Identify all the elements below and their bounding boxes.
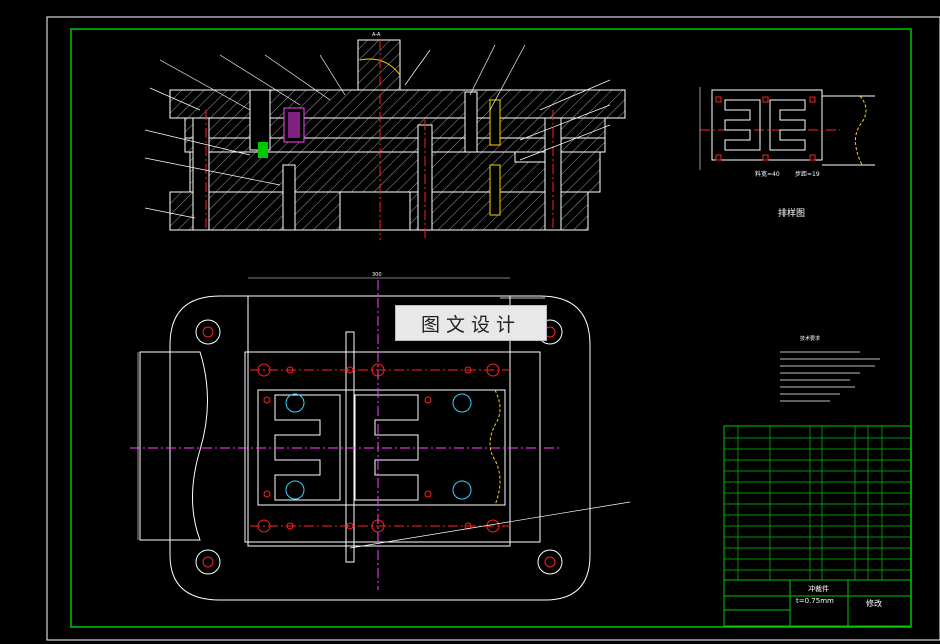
tech-requirements: 技术要求 <box>780 335 880 402</box>
section-view: A-A <box>144 32 626 240</box>
top-dimension: 300 <box>372 272 382 278</box>
strip-layout-title: 排样图 <box>778 207 805 219</box>
plan-view: 300 <box>130 272 631 601</box>
revision-label: 修改 <box>866 598 882 608</box>
bom-table: 冲裁件 t=0.75mm 修改 <box>723 425 912 627</box>
strip-note-2: 步距=19 <box>795 170 820 178</box>
section-label: A-A <box>372 32 381 38</box>
part-material: t=0.75mm <box>796 597 834 605</box>
tech-req-title: 技术要求 <box>800 335 820 342</box>
inner-frame <box>70 28 912 628</box>
strip-layout: 料宽=40 步距=19 排样图 <box>699 87 875 219</box>
outer-border <box>46 16 940 641</box>
part-name: 冲裁件 <box>808 584 829 593</box>
strip-note-1: 料宽=40 <box>755 170 780 178</box>
watermark-title: 图文设计 <box>395 305 547 341</box>
